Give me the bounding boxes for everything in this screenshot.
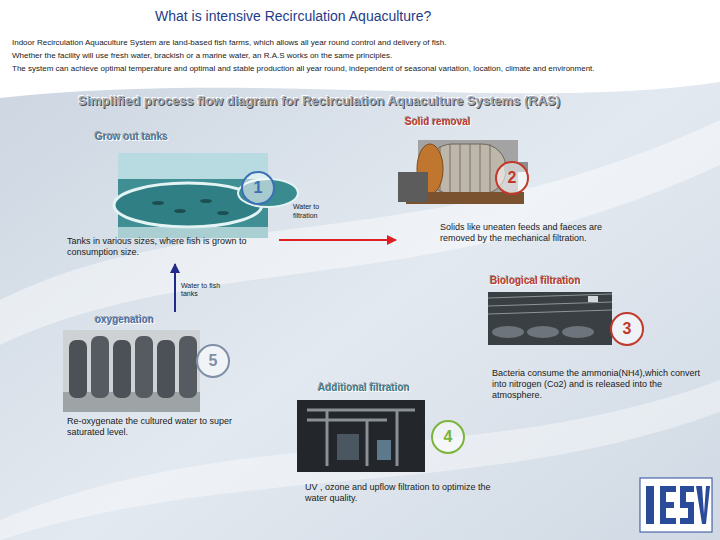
company-logo: [696, 486, 710, 524]
oxygen-tanks-photo: [69, 340, 87, 398]
drum-filter-picture: [440, 144, 490, 194]
company-logo: [646, 486, 654, 524]
step-circle: 2: [495, 161, 529, 195]
stage-description: Bacteria consume the ammonia(NH4),which …: [492, 368, 704, 400]
subtitle: Simplified process flow diagram for Reci…: [78, 93, 560, 109]
tank-photo: [174, 209, 186, 213]
process-stage: oxygenationRe-oxygenate the cultured wat…: [62, 312, 266, 444]
intro-text: The system can achieve optimal temperatu…: [12, 64, 595, 74]
oxygen-tanks-photo: [113, 340, 131, 398]
stage-heading: Additional filtration: [318, 382, 410, 394]
company-logo: [640, 478, 712, 532]
step-circle: 1: [241, 171, 275, 205]
stage-heading: oxygenation: [95, 314, 154, 326]
callout-number: 3: [623, 321, 632, 337]
stage-description: Re-oxygenate the cultured water to super…: [67, 416, 262, 438]
stage-heading: Biological filtration: [490, 275, 581, 287]
callout-number: 2: [508, 170, 517, 186]
oxygen-tanks-photo: [179, 336, 197, 398]
process-stage: Additional filtration UV , ozone and upfl…: [296, 380, 514, 508]
step-circle: 5: [196, 344, 230, 378]
oxygen-tanks-photo: [91, 336, 109, 398]
uv-ozone-photo: [307, 410, 415, 466]
biofilter-photo: [488, 292, 612, 345]
uv-ozone-photo: [297, 400, 425, 472]
step-circle: 4: [431, 420, 465, 454]
intro-text: Indoor Recirculation Aquaculture System …: [12, 38, 446, 48]
background-swoosh: [0, 380, 720, 540]
company-logo: [640, 478, 712, 532]
step-circle: 3: [610, 312, 644, 346]
drum-filter-picture: [398, 140, 528, 204]
oxygen-tanks-photo: [157, 340, 175, 398]
biofilter-photo: [488, 292, 612, 345]
drum-filter-picture: [398, 172, 428, 202]
stage-description: Tanks in various sizes, where fish is gr…: [67, 236, 272, 258]
stage-description: Solids like uneaten feeds and faeces are…: [440, 222, 605, 244]
biofilter-photo: [488, 294, 612, 314]
callout-number: 1: [254, 180, 263, 196]
page-title: What is intensive Recirculation Aquacult…: [155, 8, 431, 25]
process-stage: Grow out tanksTanks in various sizes, wh…: [62, 128, 279, 264]
company-logo: [660, 486, 676, 524]
flow-label: Water to filtration: [293, 203, 341, 220]
background-swoosh: [0, 120, 720, 345]
tank-photo: [114, 153, 298, 238]
tank-photo: [217, 211, 229, 215]
oxygen-tanks-photo: [63, 330, 200, 412]
process-stage: Biological filtrationBacteria consume th…: [486, 272, 708, 410]
stage-heading: Grow out tanks: [95, 131, 168, 143]
uv-ozone-photo: [377, 440, 391, 460]
stage-heading: Solid removal: [405, 116, 471, 128]
company-logo: [680, 486, 694, 524]
tank-photo: [152, 201, 164, 205]
biofilter-photo: [588, 296, 598, 302]
uv-ozone-photo: [337, 434, 359, 460]
uv-ozone-photo: [297, 400, 425, 472]
biofilter-photo: [527, 326, 559, 338]
process-stage: Solid removalSolids like uneaten feeds a…: [396, 114, 609, 264]
flow-arrow: [174, 264, 176, 312]
oxygen-tanks-photo: [135, 336, 153, 398]
biofilter-photo: [562, 326, 594, 338]
flow-label: Water to fish tanks: [181, 282, 231, 299]
background-swoosh: [0, 0, 720, 98]
flow-arrow: [279, 239, 396, 241]
stage-description: UV , ozone and upflow filtration to opti…: [305, 482, 510, 504]
oxygen-tanks-photo: [63, 330, 200, 412]
callout-number: 5: [209, 353, 218, 369]
tank-photo: [200, 199, 212, 203]
biofilter-photo: [492, 326, 524, 338]
intro-text: Whether the facility will use fresh wate…: [12, 51, 392, 61]
callout-number: 4: [444, 429, 453, 445]
